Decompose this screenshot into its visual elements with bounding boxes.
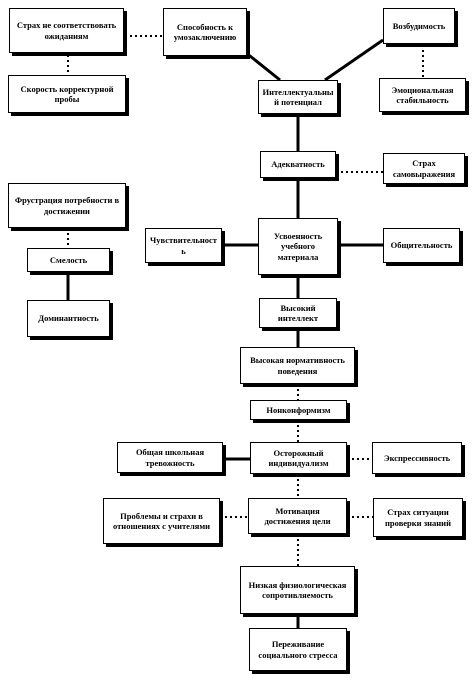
node-sensitivity: Чувствительность (145, 228, 222, 263)
node-adequacy: Адекватность (260, 151, 336, 178)
node-emotional-stability: Эмоциональная стабильность (379, 78, 466, 112)
node-cautious-individualism: Осторожный индивидуализм (250, 442, 347, 474)
node-excitability: Возбудимость (383, 8, 455, 44)
node-dominance: Доминантность (27, 300, 110, 337)
node-achievement-motivation: Мотивация достижения цели (248, 498, 347, 534)
node-mastery: Усвоенность учебного материала (258, 218, 338, 275)
node-fear-self-expression: Страх самовыражения (383, 153, 465, 184)
node-fear-testing: Страх ситуации проверки знаний (373, 498, 463, 537)
node-high-normativity: Высокая нормативность поведения (240, 347, 355, 384)
node-social-stress: Переживание социального стресса (249, 628, 347, 671)
node-fear-mismatch: Страх не соответствовать ожиданиям (9, 8, 124, 53)
node-proofreading-speed: Скорость корректурной пробы (8, 75, 126, 113)
node-nonconformity: Нонконформизм (250, 400, 347, 420)
connector-excitability-intellect (324, 38, 384, 82)
node-high-intellect: Высокий интеллект (259, 298, 337, 328)
node-boldness: Смелость (27, 248, 110, 272)
node-low-resistance: Низкая физиологическая сопротивляемость (240, 566, 355, 614)
node-ability: Способность к умозаключению (163, 8, 247, 56)
node-frustration: Фрустрация потребности в достижении (8, 183, 126, 228)
node-sociability: Общительность (383, 228, 460, 263)
node-teacher-problems: Проблемы и страхи в отношениях с учителя… (103, 498, 220, 544)
node-intellectual-potential: Интеллектуальный потенциал (258, 80, 338, 114)
node-general-anxiety: Общая школьная тревожность (117, 442, 223, 473)
node-expressiveness: Экспрессивность (372, 442, 462, 474)
